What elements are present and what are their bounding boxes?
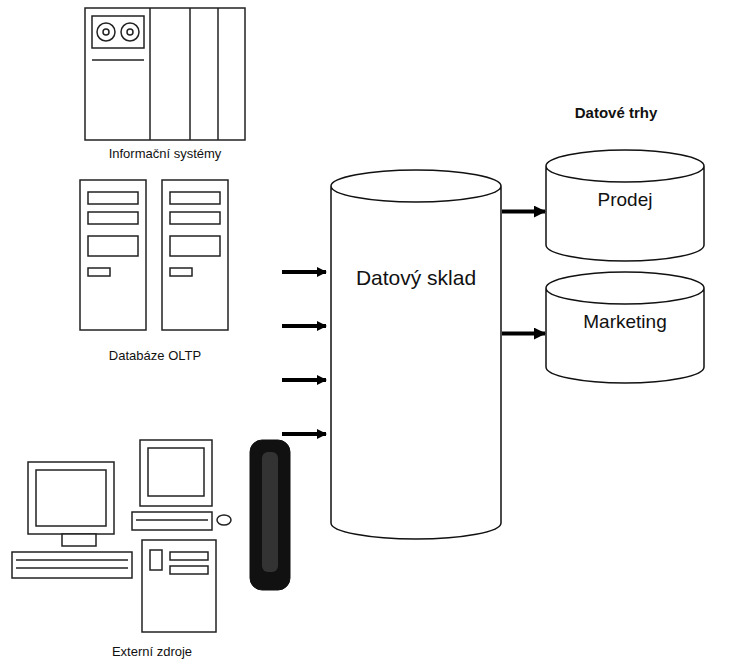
input-arrow: [282, 272, 326, 434]
device-icon: [262, 452, 278, 572]
flow-arrow: [502, 210, 545, 214]
node-text: Marketing: [545, 310, 705, 334]
server-icon: [80, 180, 228, 330]
device-icon: [250, 440, 290, 590]
cylinder-outline: [330, 170, 502, 540]
caption-label: Informační systémy: [109, 146, 222, 161]
workstation-icon: [12, 440, 231, 632]
cylinder-node: Prodej: [545, 150, 705, 262]
node-text: Prodej: [545, 188, 705, 212]
caption-label: Externí zdroje: [112, 644, 192, 659]
cylinder-node: Marketing: [545, 272, 705, 384]
caption-label: Databáze OLTP: [109, 348, 201, 363]
flow-arrow: [502, 332, 545, 336]
cylinder-node: Datový sklad: [330, 170, 502, 540]
node-text: Datový sklad: [330, 265, 502, 291]
caption-label: Datové trhy: [575, 104, 658, 121]
mainframe-icon: [85, 8, 245, 140]
